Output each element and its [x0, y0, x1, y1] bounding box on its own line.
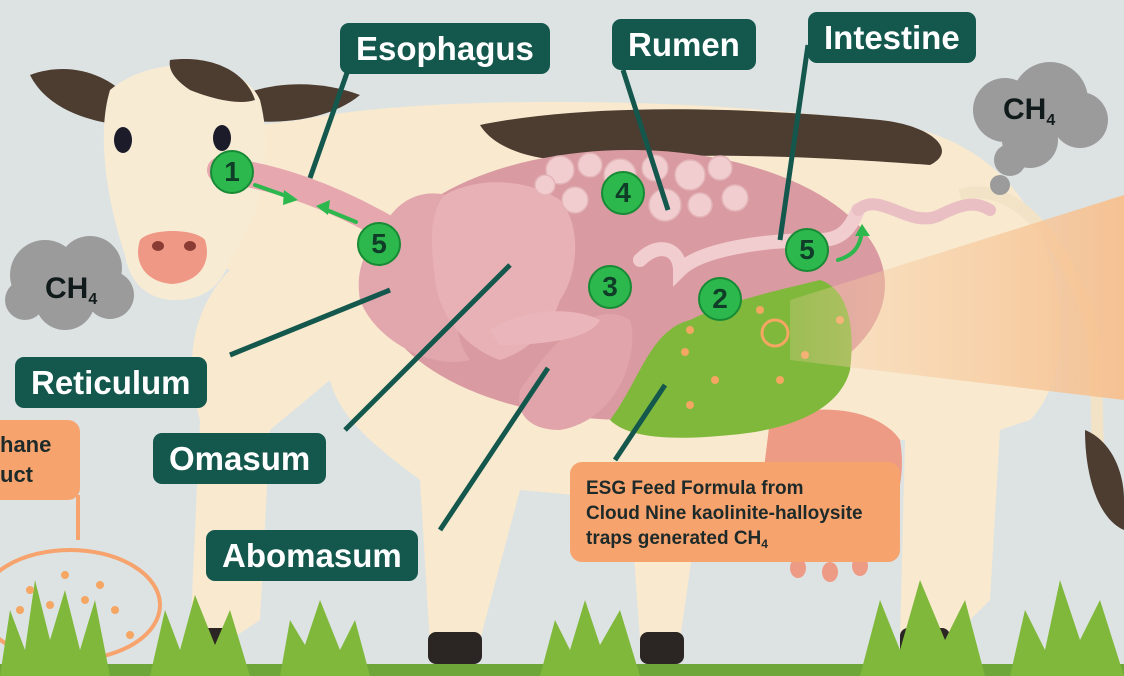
callout-line-1: ESG Feed Formula from [586, 476, 884, 501]
label-rumen: Rumen [612, 19, 756, 70]
label-esophagus: Esophagus [340, 23, 550, 74]
step-3-passage: 3 [588, 265, 632, 309]
feed-formula-callout: ESG Feed Formula from Cloud Nine kaolini… [570, 462, 900, 562]
left-methane-callout: hane uct [0, 420, 80, 500]
callout-line-2: Cloud Nine kaolinite-halloysite [586, 501, 884, 526]
methane-label-left: CH4 [45, 272, 97, 309]
label-omasum: Omasum [153, 433, 326, 484]
label-reticulum: Reticulum [15, 357, 207, 408]
label-intestine: Intestine [808, 12, 976, 63]
step-2-grass: 2 [698, 277, 742, 321]
left-callout-line-2: uct [0, 460, 70, 490]
step-4-rumen: 4 [601, 171, 645, 215]
step-5-esophagus: 5 [357, 222, 401, 266]
methane-label-right: CH4 [1003, 93, 1055, 130]
step-1-mouth: 1 [210, 150, 254, 194]
callout-line-3: traps generated CH4 [586, 526, 884, 557]
step-5-intestine: 5 [785, 228, 829, 272]
left-grass-ring [0, 550, 160, 660]
label-abomasum: Abomasum [206, 530, 418, 581]
left-callout-line-1: hane [0, 430, 70, 460]
